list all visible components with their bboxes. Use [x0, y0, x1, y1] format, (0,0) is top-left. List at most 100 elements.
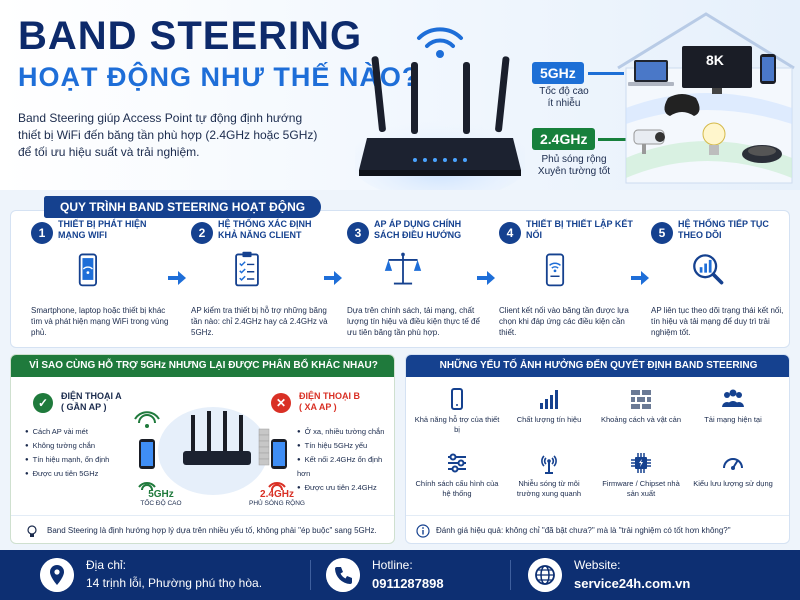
factor-item: Chính sách cấu hình của hệ thống: [414, 451, 500, 513]
step-title: AP ÁP DỤNG CHÍNH SÁCH ĐIỀU HƯỚNG: [374, 219, 462, 240]
lightbulb-icon: [27, 525, 37, 537]
arrow-right-icon: [168, 271, 186, 285]
arrow-right-icon: [631, 271, 649, 285]
band-5ghz-desc: Tốc độ cao ít nhiễu: [539, 86, 589, 109]
process-step-3: 3 AP ÁP DỤNG CHÍNH SÁCH ĐIỀU HƯỚNG Dựa t…: [347, 219, 485, 343]
signal-bars-icon: [540, 390, 558, 409]
step-title: THIẾT BỊ THIẾT LẬP KẾT NỐI: [526, 219, 633, 240]
balance-scale-icon: [384, 252, 422, 285]
speedometer-icon: [723, 458, 743, 470]
phone-call-icon: [326, 558, 360, 592]
address-value: 14 trịnh lỗi, Phường phú thọ hòa.: [86, 576, 263, 590]
website-label: Website:: [574, 558, 621, 572]
why-hint: Band Steering là định hướng hợp lý dựa t…: [11, 515, 394, 543]
process-step-4: 4 THIẾT BỊ THIẾT LẬP KẾT NỐI Client kết …: [499, 219, 637, 343]
list-item: Ở xa, nhiều tường chắn: [297, 425, 394, 439]
list-item: Không tường chắn: [25, 439, 109, 453]
wifi-router-icon: [355, 27, 525, 190]
step-number: 2: [191, 222, 213, 244]
info-icon: [416, 524, 430, 538]
footer-divider: [310, 560, 311, 590]
smartphone-wifi-icon: [78, 253, 97, 287]
page-title: BAND STEERING: [18, 14, 363, 58]
step-title: HỆ THỐNG TIẾP TỤC THEO DÕI: [678, 219, 769, 240]
brick-wall-icon: [631, 390, 651, 409]
freq-5ghz-label: 5GHz TỐC ĐỘ CAO: [140, 489, 182, 507]
antenna-icon: [541, 455, 557, 474]
factor-item: Nhiễu sóng từ môi trường xung quanh: [506, 451, 592, 513]
users-icon: [722, 389, 744, 407]
step-title: THIẾT BỊ PHÁT HIỆN MẠNG WIFI: [58, 219, 147, 240]
hero-section: BAND STEERING HOẠT ĐỘNG NHƯ THẾ NÀO? Ban…: [0, 0, 800, 190]
band-24ghz-desc: Phủ sóng rộng Xuyên tường tốt: [537, 154, 611, 177]
band-5ghz-arrow: [588, 72, 624, 75]
footer-bar: Địa chỉ: 14 trịnh lỗi, Phường phú thọ hò…: [0, 550, 800, 600]
step-desc: AP liên tục theo dõi trạng thái kết nối,…: [651, 306, 784, 337]
list-item: Cách AP vài mét: [25, 425, 109, 439]
phone-b-bullets: Ở xa, nhiều tường chắn Tín hiệu 5GHz yếu…: [297, 425, 394, 495]
list-item: Được ưu tiên 5GHz: [25, 467, 109, 481]
step-number: 1: [31, 222, 53, 244]
phone-b-name: ĐIỆN THOẠI B ( XA AP ): [299, 391, 361, 412]
step-desc: Smartphone, laptop hoặc thiết bị khác tì…: [31, 306, 169, 337]
list-item: Kết nối 2.4GHz ổn định hơn: [297, 453, 394, 481]
factor-item: Kiểu lưu lượng sử dụng: [690, 451, 776, 513]
arrow-right-icon: [477, 271, 495, 285]
step-desc: Dựa trên chính sách, tải mạng, chất lượn…: [347, 306, 480, 337]
step-desc: AP kiểm tra thiết bị hỗ trợ những băng t…: [191, 306, 328, 337]
process-step-2: 2 HỆ THỐNG XÁC ĐỊNH KHẢ NĂNG CLIENT AP k…: [191, 219, 329, 343]
list-item: Tín hiệu 5GHz yếu: [297, 439, 394, 453]
magnifier-chart-icon: [693, 254, 724, 285]
location-pin-icon: [40, 558, 74, 592]
intro-text: Band Steering giúp Access Point tự động …: [18, 111, 318, 159]
step-number: 5: [651, 222, 673, 244]
process-section: 1 THIẾT BỊ PHÁT HIỆN MẠNG WIFI Smartphon…: [10, 196, 790, 348]
step-desc: Client kết nối vào băng tần được lựa chọ…: [499, 306, 629, 337]
factor-item: Khoảng cách và vật cản: [598, 387, 684, 449]
step-number: 4: [499, 222, 521, 244]
footer-address: Địa chỉ: 14 trịnh lỗi, Phường phú thọ hò…: [40, 550, 330, 600]
factor-item: Chất lượng tín hiệu: [506, 387, 592, 449]
arrow-right-icon: [324, 271, 342, 285]
address-label: Địa chỉ:: [86, 558, 127, 572]
hotline-label: Hotline:: [372, 558, 413, 572]
factor-item: Tải mạng hiện tại: [690, 387, 776, 449]
factors-hint: Đánh giá hiệu quả: không chỉ "đã bật chư…: [406, 515, 789, 543]
freq-24ghz-label: 2.4GHz PHỦ SÓNG RỘNG: [249, 489, 305, 507]
footer-website[interactable]: Website: service24h.com.vn: [528, 550, 728, 600]
page-subtitle: HOẠT ĐỘNG NHƯ THẾ NÀO?: [18, 62, 420, 92]
chip-icon: [631, 453, 651, 473]
factors-section: NHỮNG YẾU TỐ ẢNH HƯỞNG ĐẾN QUYẾT ĐỊNH BA…: [405, 354, 790, 544]
footer-divider: [510, 560, 511, 590]
factors-title: NHỮNG YẾU TỐ ẢNH HƯỞNG ĐẾN QUYẾT ĐỊNH BA…: [406, 355, 789, 377]
factor-item: Khả năng hỗ trợ của thiết bị: [414, 387, 500, 449]
step-title: HỆ THỐNG XÁC ĐỊNH KHẢ NĂNG CLIENT: [218, 219, 312, 240]
tv-8k-label: 8K: [706, 52, 724, 68]
band-24ghz-badge: 2.4GHz: [532, 128, 596, 150]
hotline-value[interactable]: 0911287898: [372, 576, 444, 591]
phone-a-name: ĐIỆN THOẠI A ( GẦN AP ): [61, 391, 122, 412]
footer-hotline[interactable]: Hotline: 0911287898: [326, 550, 506, 600]
list-item: Tín hiệu mạnh, ổn định: [25, 453, 110, 467]
phone-icon: [451, 388, 463, 410]
band-24ghz-arrow: [598, 138, 626, 141]
router-distance-illustration: [134, 407, 287, 495]
process-step-5: 5 HỆ THỐNG TIẾP TỤC THEO DÕI AP liên tục…: [651, 219, 789, 343]
check-icon: ✓: [33, 393, 53, 413]
website-link[interactable]: service24h.com.vn: [574, 576, 691, 591]
process-panel: 1 THIẾT BỊ PHÁT HIỆN MẠNG WIFI Smartphon…: [10, 210, 790, 348]
band-5ghz-badge: 5GHz: [532, 62, 584, 84]
step-number: 3: [347, 222, 369, 244]
list-item: Được ưu tiên 2.4GHz: [297, 481, 394, 495]
sliders-icon: [448, 453, 466, 473]
process-title: QUY TRÌNH BAND STEERING HOẠT ĐỘNG: [44, 196, 322, 218]
smart-home-illustration: [617, 12, 795, 184]
globe-icon: [528, 558, 562, 592]
why-title: VÌ SAO CÙNG HỖ TRỢ 5GHz NHƯNG LẠI ĐƯỢC P…: [11, 355, 394, 377]
phone-a-bullets: Cách AP vài mét Không tường chắn Tín hiệ…: [25, 425, 110, 481]
process-step-1: 1 THIẾT BỊ PHÁT HIỆN MẠNG WIFI Smartphon…: [31, 219, 169, 343]
cross-icon: ✕: [271, 393, 291, 413]
why-section: VÌ SAO CÙNG HỖ TRỢ 5GHz NHƯNG LẠI ĐƯỢC P…: [10, 354, 395, 544]
factor-item: Firmware / Chipset nhà sản xuất: [598, 451, 684, 513]
phone-connect-icon: [545, 253, 565, 287]
